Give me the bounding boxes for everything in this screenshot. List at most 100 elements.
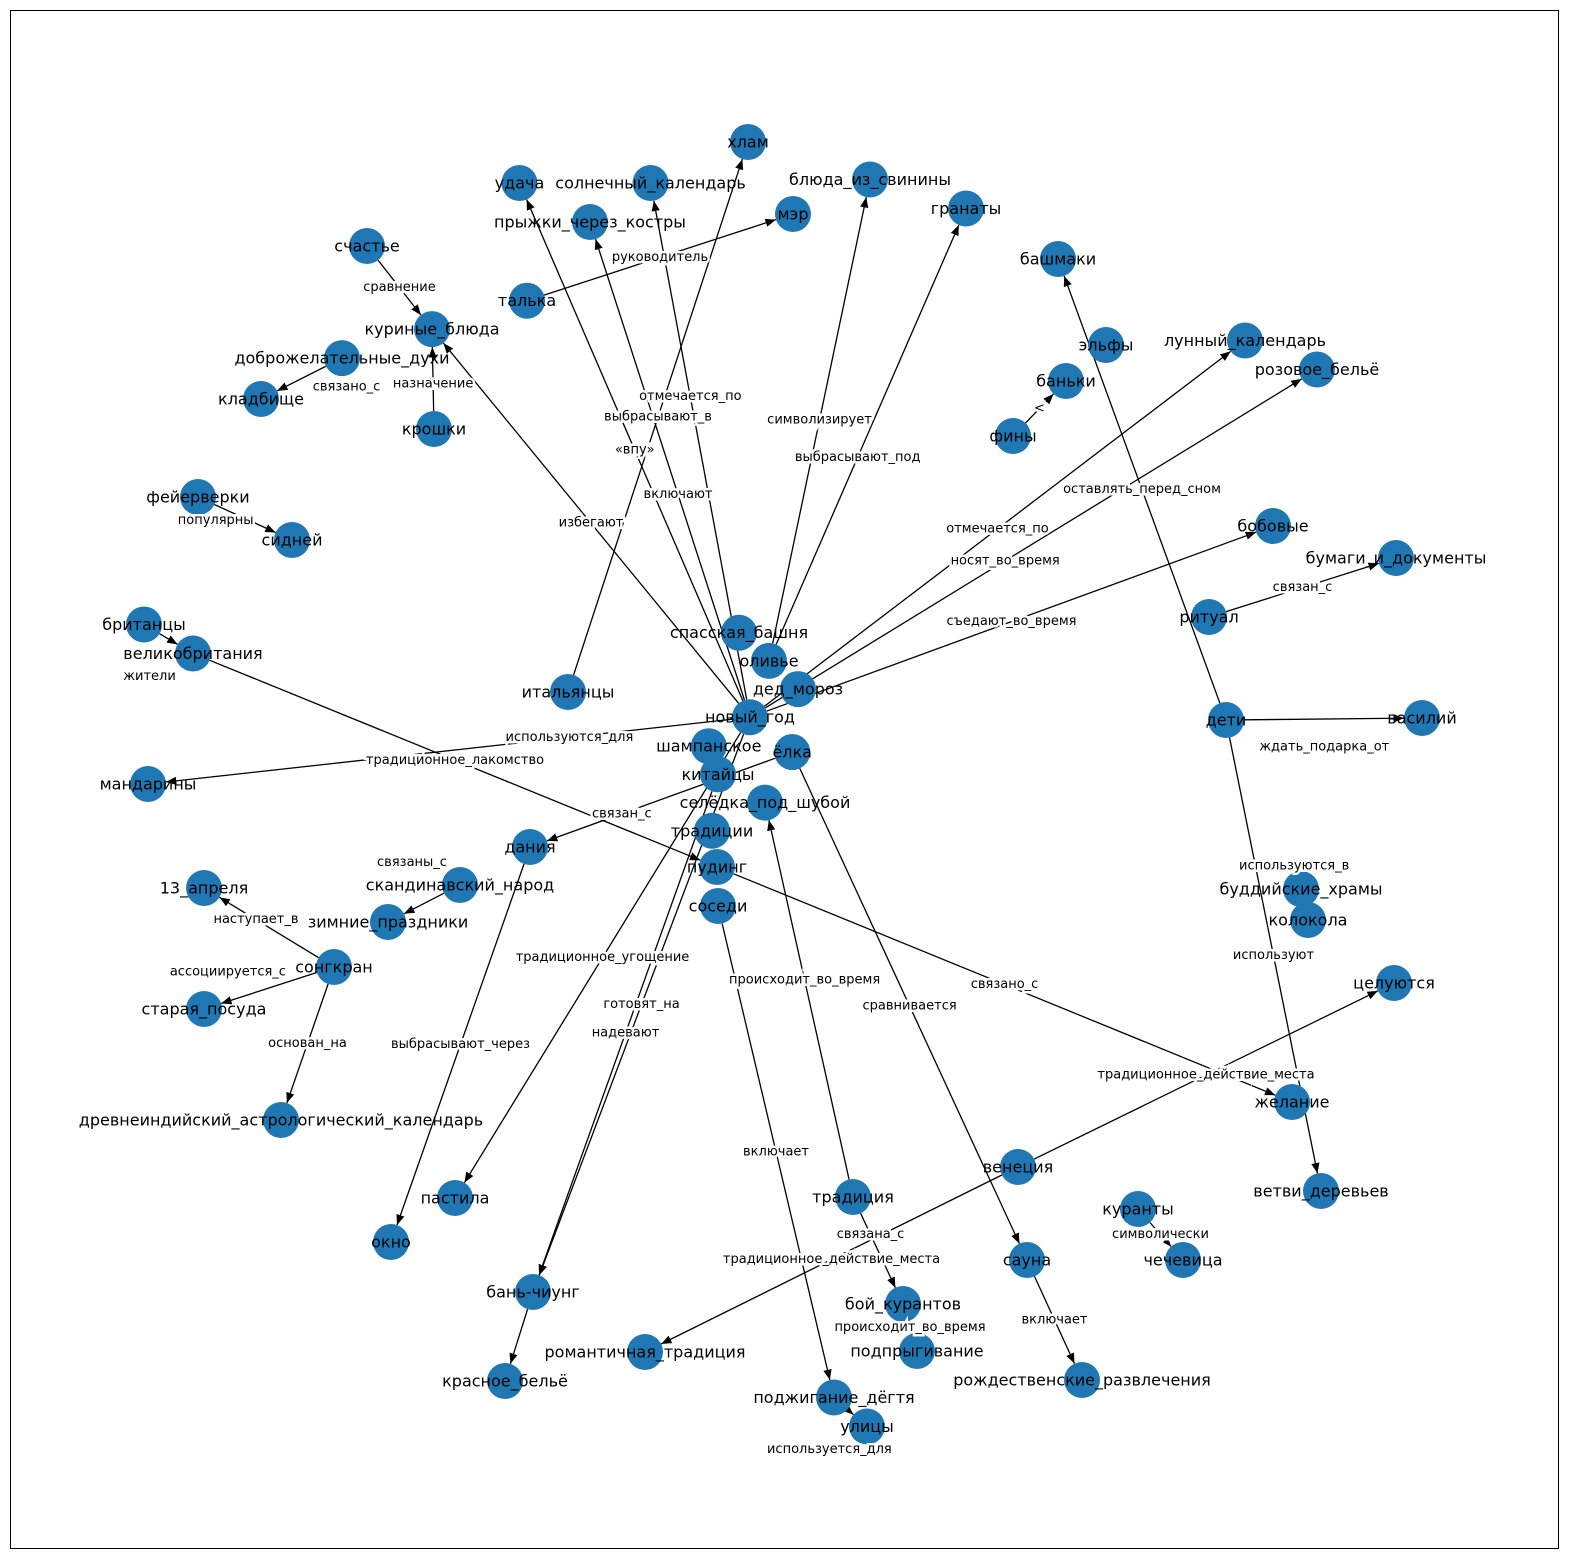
- edge-соседи-to-поджигание-дёгтя: [721, 923, 832, 1381]
- node-сонгкран[interactable]: [316, 949, 352, 985]
- node-улицы[interactable]: [849, 1408, 885, 1445]
- edge-сонгкран-to-13-апреля: [219, 896, 319, 959]
- edge-сауна-to-рождественские-развлечения: [1033, 1276, 1076, 1364]
- node-ветви-деревьев[interactable]: [1303, 1173, 1339, 1209]
- node-label: селёдка_под_шубой: [680, 793, 851, 813]
- node-желание[interactable]: [1274, 1084, 1310, 1120]
- node-бань-чиунг[interactable]: [515, 1274, 551, 1310]
- node-label: старая_посуда: [142, 1000, 267, 1020]
- node-древнеиндийский-астрологический-календарь[interactable]: [263, 1102, 299, 1138]
- edge-label: традиционное_лакомство: [366, 753, 544, 768]
- node-старая-посуда[interactable]: [186, 991, 222, 1027]
- node-красное-бельё[interactable]: [487, 1363, 523, 1399]
- node-куриные-блюда[interactable]: [414, 311, 450, 348]
- node-сауна[interactable]: [1009, 1242, 1045, 1278]
- node-счастье[interactable]: [349, 228, 385, 264]
- node-поджигание-дёгтя[interactable]: [816, 1379, 852, 1416]
- node-зимние-праздники[interactable]: [370, 904, 406, 940]
- node-итальянцы[interactable]: [550, 674, 586, 710]
- edge-доброжелательные-духи-to-кладбище: [276, 365, 327, 392]
- node-розовое-бельё[interactable]: [1299, 351, 1335, 388]
- node-доброжелательные-духи[interactable]: [324, 340, 360, 377]
- node-13-апреля[interactable]: [186, 870, 222, 906]
- node-шампанское[interactable]: [690, 728, 727, 765]
- node-талька[interactable]: [509, 282, 545, 319]
- node-label: счастье: [334, 237, 399, 256]
- node-кладбище[interactable]: [243, 381, 279, 417]
- node-василий[interactable]: [1404, 700, 1440, 736]
- edge-новый-год-to-удача: [526, 199, 744, 701]
- node-label: бобовые: [1237, 517, 1308, 536]
- node-подпрыгивание[interactable]: [899, 1333, 935, 1369]
- node-новый-год[interactable]: [732, 699, 768, 736]
- node-башмаки[interactable]: [1040, 241, 1076, 277]
- node-label: бань-чиунг: [486, 1283, 580, 1302]
- node-дания[interactable]: [512, 829, 548, 865]
- node-колокола[interactable]: [1290, 902, 1326, 938]
- node-целуются[interactable]: [1376, 965, 1412, 1001]
- edge-куранты-to-чечевица: [1149, 1222, 1172, 1247]
- node-солнечный-календарь[interactable]: [632, 165, 669, 201]
- node-великобритания[interactable]: [175, 635, 211, 672]
- node-сидней[interactable]: [274, 522, 310, 558]
- node-дети[interactable]: [1208, 702, 1244, 738]
- node-бобовые[interactable]: [1255, 508, 1291, 544]
- node-традиция[interactable]: [835, 1179, 871, 1215]
- node-гранаты[interactable]: [948, 190, 984, 227]
- node-label: венеция: [983, 1158, 1054, 1177]
- node-баньки[interactable]: [1048, 363, 1084, 399]
- node-мандарины[interactable]: [130, 766, 166, 802]
- edge-label: используется_для: [767, 1442, 892, 1457]
- node-пастила[interactable]: [437, 1180, 473, 1216]
- node-спасская-башня[interactable]: [721, 614, 757, 651]
- node-китайцы[interactable]: [700, 756, 736, 793]
- node-окно[interactable]: [373, 1224, 409, 1260]
- edge-label: популярны: [178, 513, 254, 528]
- node-хлам[interactable]: [730, 124, 766, 160]
- edge-label: связана_с: [837, 1227, 905, 1242]
- node-label: крошки: [402, 420, 466, 439]
- node-label: ритуал: [1179, 608, 1238, 627]
- node-традиции[interactable]: [694, 812, 730, 849]
- node-буддийские-храмы[interactable]: [1283, 871, 1319, 907]
- edge-label: символически: [1112, 1227, 1209, 1242]
- node-бой-курантов[interactable]: [885, 1286, 921, 1322]
- edge-label: <: [1034, 401, 1045, 416]
- node-рождественские-развлечения[interactable]: [1064, 1362, 1100, 1398]
- edge-крошки-to-куриные-блюда: [428, 347, 437, 412]
- node-романтичная-традиция[interactable]: [627, 1334, 663, 1370]
- edge-венеция-to-целуются: [1033, 990, 1379, 1160]
- node-label: рождественские_развлечения: [953, 1371, 1211, 1391]
- node-удача[interactable]: [501, 165, 538, 201]
- node-прыжки-через-костры[interactable]: [572, 204, 608, 240]
- node-селёдка-под-шубой[interactable]: [747, 784, 783, 821]
- node-фейерверки[interactable]: [180, 479, 216, 515]
- node-ритуал[interactable]: [1191, 599, 1227, 635]
- node-оливье[interactable]: [751, 642, 787, 679]
- node-британцы[interactable]: [126, 606, 162, 643]
- node-бумаги-и-документы[interactable]: [1378, 540, 1414, 576]
- node-ёлка[interactable]: [774, 734, 811, 771]
- node-label: бой_курантов: [845, 1295, 961, 1315]
- node-label: скандинавский_народ: [366, 876, 554, 896]
- node-label: бумаги_и_документы: [1306, 549, 1487, 569]
- node-венеция[interactable]: [1000, 1149, 1036, 1185]
- node-соседи[interactable]: [700, 888, 736, 924]
- node-пудинг[interactable]: [699, 849, 735, 885]
- node-крошки[interactable]: [416, 411, 452, 447]
- node-мэр[interactable]: [775, 196, 811, 232]
- node-дед-мороз[interactable]: [780, 671, 816, 708]
- node-блюда-из-свинины[interactable]: [852, 161, 888, 198]
- node-лунный-календарь[interactable]: [1227, 322, 1263, 359]
- edge-ёлка-to-дания: [546, 757, 776, 842]
- edge-британцы-to-великобритания: [159, 633, 178, 645]
- node-label: великобритания: [123, 644, 262, 663]
- node-label: соседи: [689, 897, 748, 916]
- node-фины[interactable]: [995, 418, 1031, 454]
- node-куранты[interactable]: [1120, 1191, 1156, 1227]
- node-эльфы[interactable]: [1088, 327, 1124, 363]
- node-скандинавский-народ[interactable]: [442, 867, 478, 903]
- node-чечевица[interactable]: [1165, 1242, 1201, 1278]
- node-label: хлам: [727, 133, 769, 152]
